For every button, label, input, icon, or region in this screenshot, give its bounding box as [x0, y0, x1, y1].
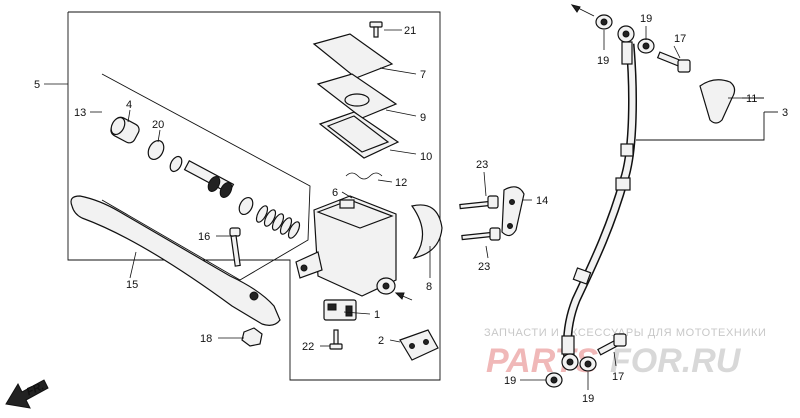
callout-5: 5 [34, 79, 40, 91]
callout-21: 21 [404, 25, 416, 37]
reservoir-parts [312, 21, 400, 180]
pivot-bolt-16 [229, 227, 241, 267]
hose-fitting-upper [621, 41, 633, 65]
callout-10: 10 [420, 151, 432, 163]
callout-4: 4 [126, 99, 132, 111]
assembly-frames [67, 11, 778, 381]
callout-2: 2 [378, 335, 384, 347]
piston-set [110, 116, 301, 239]
hose-clamp-mid [615, 177, 631, 191]
callout-19-c: 19 [504, 375, 516, 387]
screw-21 [369, 21, 383, 38]
callout-11: 11 [746, 93, 757, 105]
bolt-23-lower [461, 227, 501, 241]
callout-labels: 21 7 9 10 12 6 5 13 4 20 16 15 18 1 22 2… [34, 13, 788, 405]
plate-hole [344, 93, 370, 107]
callout-18: 18 [200, 333, 212, 345]
callout-15: 15 [126, 279, 138, 291]
boot-4 [110, 116, 140, 144]
callout-9: 9 [420, 112, 426, 124]
washers-19 [545, 14, 655, 388]
reservoir-cap-7 [312, 33, 394, 79]
watermark-brand-b: FOR.RU [610, 342, 742, 380]
brake-switch-1 [323, 299, 357, 321]
callout-6: 6 [332, 187, 338, 199]
float-12 [345, 172, 383, 180]
watermark-brand-a: PARTS [486, 342, 598, 380]
holder-14 [501, 186, 525, 237]
fr-arrow-icon [5, 379, 49, 409]
cylinder-boss [339, 199, 355, 209]
callout-19-d: 19 [582, 393, 594, 405]
nut-18 [241, 327, 263, 347]
callout-23-upper: 23 [476, 159, 488, 171]
callout-16: 16 [198, 231, 210, 243]
callout-1: 1 [374, 309, 380, 321]
holder-8 [410, 204, 443, 259]
direction-arrows [5, 4, 595, 409]
bolt-17-upper [656, 51, 691, 73]
spring [255, 205, 301, 239]
frame-assembly-5 [67, 11, 441, 381]
callout-13: 13 [74, 107, 86, 119]
leader-lines [44, 26, 742, 390]
piston [183, 160, 235, 198]
callout-23-lower: 23 [478, 261, 490, 273]
callout-20: 20 [152, 119, 164, 131]
mount-ear [295, 251, 323, 279]
callout-14: 14 [536, 195, 548, 207]
cylinder-top [316, 199, 394, 229]
bolt-17-lower [597, 333, 627, 356]
frame-piston-set-13 [101, 73, 311, 281]
screw-22 [329, 329, 343, 350]
hose-clamp-upper [620, 143, 634, 157]
watermark: ЗАПЧАСТИ И АКСЕССУАРЫ ДЛЯ МОТОТЕХНИКИ PA… [484, 327, 766, 380]
callout-17-upper: 17 [674, 33, 686, 45]
cover-11 [699, 79, 736, 124]
callout-12: 12 [395, 177, 407, 189]
circlip-20 [147, 139, 165, 161]
callout-19-a: 19 [597, 55, 609, 67]
watermark-caption: ЗАПЧАСТИ И АКСЕССУАРЫ ДЛЯ МОТОТЕХНИКИ [484, 327, 766, 339]
callout-7: 7 [420, 69, 426, 81]
callout-19-b: 19 [640, 13, 652, 25]
bolt-23-upper [459, 195, 499, 210]
master-cylinder-body [295, 195, 397, 297]
callout-17-lower: 17 [612, 371, 624, 383]
callout-3: 3 [782, 107, 788, 119]
brake-hose [561, 25, 637, 371]
holder-2 [399, 329, 439, 361]
callout-8: 8 [426, 281, 432, 293]
callout-22: 22 [302, 341, 314, 353]
cup [238, 196, 254, 216]
frame-hose-3 [636, 112, 765, 141]
washer [169, 155, 183, 173]
diaphragm-inner [326, 115, 390, 153]
hose-clamp-lower [572, 267, 592, 285]
hose-fitting-lower [561, 335, 575, 355]
brake-lever-15 [70, 195, 281, 326]
